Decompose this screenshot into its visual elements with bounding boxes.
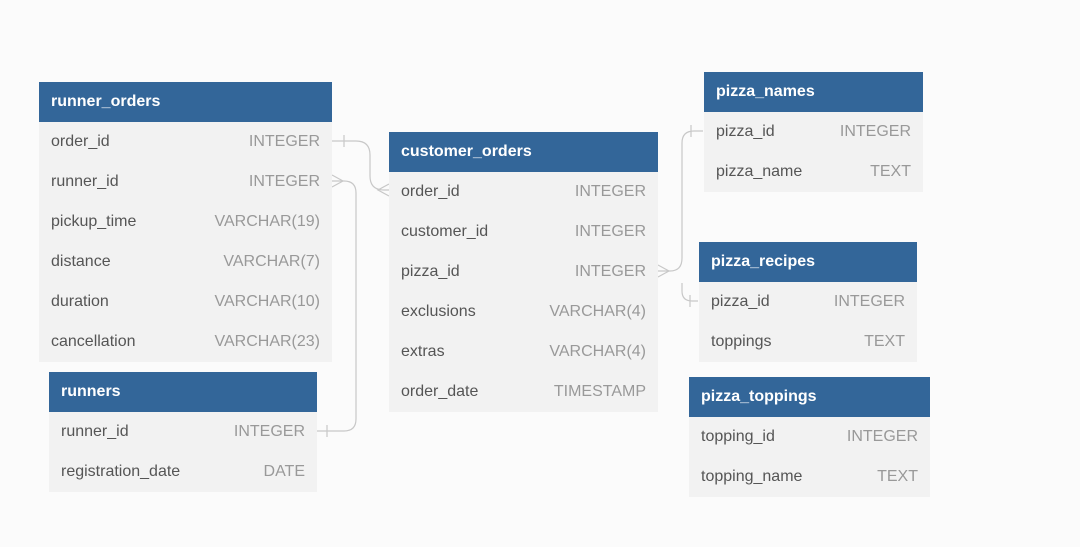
column-name: exclusions — [401, 303, 476, 320]
column-type: DATE — [263, 463, 305, 480]
column-row[interactable]: topping_name TEXT — [689, 457, 930, 497]
column-type: INTEGER — [248, 173, 320, 190]
table-header: pizza_names — [704, 72, 923, 112]
column-name: registration_date — [61, 463, 181, 480]
column-type: VARCHAR(23) — [214, 333, 321, 350]
column-row[interactable]: order_id INTEGER — [39, 122, 332, 162]
column-name: customer_id — [401, 223, 489, 240]
column-name: pizza_name — [716, 163, 803, 180]
table-header: runners — [49, 372, 317, 412]
column-row[interactable]: pickup_time VARCHAR(19) — [39, 202, 332, 242]
column-type: INTEGER — [574, 263, 646, 280]
column-name: cancellation — [51, 333, 136, 350]
column-row[interactable]: pizza_id INTEGER — [704, 112, 923, 152]
connector-runner-orders-to-customer-orders — [332, 140, 389, 191]
table-pizza-names[interactable]: pizza_names pizza_id INTEGER pizza_name TE… — [704, 72, 923, 192]
column-type: INTEGER — [574, 183, 646, 200]
column-row[interactable]: topping_id INTEGER — [689, 417, 930, 457]
table-header: pizza_recipes — [699, 242, 917, 282]
column-row[interactable]: exclusions VARCHAR(4) — [389, 292, 658, 332]
column-row[interactable]: registration_date DATE — [49, 452, 317, 492]
column-name: pizza_id — [401, 263, 460, 280]
column-row[interactable]: toppings TEXT — [699, 322, 917, 362]
table-pizza-toppings[interactable]: pizza_toppings topping_id INTEGER topping… — [689, 377, 930, 497]
column-type: VARCHAR(4) — [549, 343, 646, 360]
connector-pizza-names-to-customer-orders — [658, 130, 703, 272]
column-row[interactable]: order_id INTEGER — [389, 172, 658, 212]
column-type: TEXT — [864, 333, 905, 350]
column-name: order_id — [51, 133, 110, 150]
column-name: pizza_id — [716, 123, 775, 140]
column-type: TIMESTAMP — [553, 383, 646, 400]
column-type: INTEGER — [833, 293, 905, 310]
column-name: distance — [51, 253, 111, 270]
column-name: toppings — [711, 333, 772, 350]
column-name: topping_id — [701, 428, 775, 445]
connector-pizza-recipes-to-customer-orders — [681, 283, 698, 302]
column-row[interactable]: pizza_name TEXT — [704, 152, 923, 192]
column-type: INTEGER — [846, 428, 918, 445]
column-type: VARCHAR(19) — [214, 213, 321, 230]
table-header: runner_orders — [39, 82, 332, 122]
column-name: runner_id — [51, 173, 119, 190]
column-name: order_date — [401, 383, 479, 400]
column-row[interactable]: extras VARCHAR(4) — [389, 332, 658, 372]
table-pizza-recipes[interactable]: pizza_recipes pizza_id INTEGER toppings TE… — [699, 242, 917, 362]
column-type: VARCHAR(7) — [223, 253, 320, 270]
column-type: TEXT — [877, 468, 918, 485]
column-name: order_id — [401, 183, 460, 200]
column-type: VARCHAR(10) — [214, 293, 321, 310]
column-name: extras — [401, 343, 445, 360]
column-name: pizza_id — [711, 293, 770, 310]
column-row[interactable]: cancellation VARCHAR(23) — [39, 322, 332, 362]
column-name: duration — [51, 293, 109, 310]
column-type: VARCHAR(4) — [549, 303, 646, 320]
column-row[interactable]: pizza_id INTEGER — [389, 252, 658, 292]
table-header: pizza_toppings — [689, 377, 930, 417]
column-row[interactable]: duration VARCHAR(10) — [39, 282, 332, 322]
column-row[interactable]: runner_id INTEGER — [49, 412, 317, 452]
column-name: runner_id — [61, 423, 129, 440]
many-marker — [376, 183, 390, 197]
table-header: customer_orders — [389, 132, 658, 172]
table-runners[interactable]: runners runner_id INTEGER registration_da… — [49, 372, 317, 492]
many-marker — [331, 174, 345, 188]
column-row[interactable]: pizza_id INTEGER — [699, 282, 917, 322]
column-row[interactable]: order_date TIMESTAMP — [389, 372, 658, 412]
column-row[interactable]: distance VARCHAR(7) — [39, 242, 332, 282]
column-name: topping_name — [701, 468, 803, 485]
column-type: INTEGER — [248, 133, 320, 150]
column-name: pickup_time — [51, 213, 137, 230]
column-row[interactable]: customer_id INTEGER — [389, 212, 658, 252]
column-type: TEXT — [870, 163, 911, 180]
column-type: INTEGER — [839, 123, 911, 140]
many-marker — [657, 264, 671, 278]
column-row[interactable]: runner_id INTEGER — [39, 162, 332, 202]
column-type: INTEGER — [233, 423, 305, 440]
column-type: INTEGER — [574, 223, 646, 240]
